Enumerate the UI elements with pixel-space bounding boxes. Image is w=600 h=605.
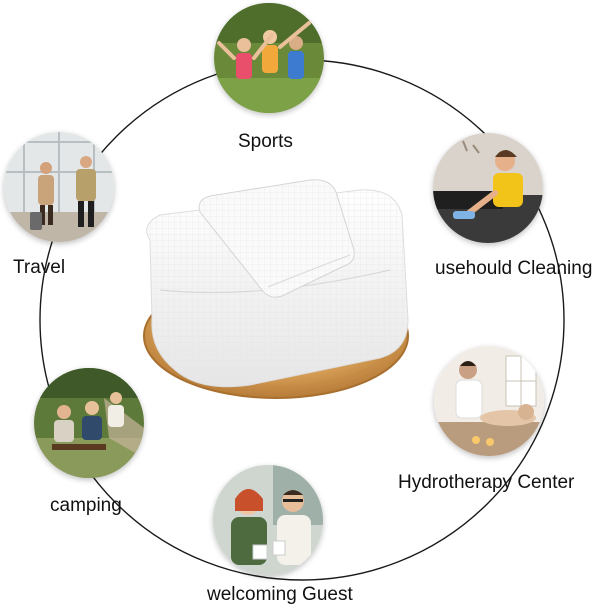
travel-label: Travel [13, 257, 66, 278]
welcoming-guest-photo [213, 465, 323, 575]
sports-label: Sports [238, 131, 293, 152]
cleaning-photo [433, 133, 543, 243]
cleaning-label: usehould Cleaning [435, 258, 593, 279]
welcoming-guest-label: welcoming Guest [207, 584, 353, 605]
camping-photo [34, 368, 144, 478]
hydrotherapy-photo [434, 346, 544, 456]
travel-photo [4, 132, 114, 242]
camping-label: camping [50, 495, 122, 516]
sports-photo [214, 3, 324, 113]
hydrotherapy-label: Hydrotherapy Center [398, 472, 575, 493]
